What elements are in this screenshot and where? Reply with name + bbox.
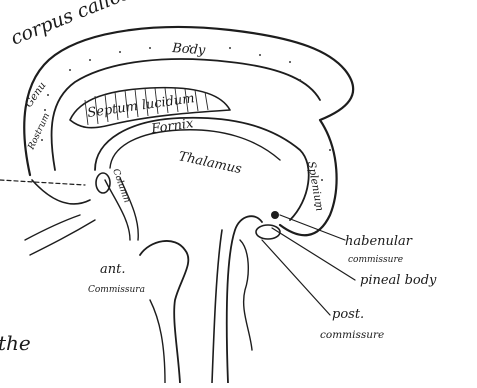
pineal-body-shape bbox=[256, 211, 280, 239]
rostrum-label: Rostrum bbox=[26, 112, 52, 153]
body-label: Body bbox=[171, 41, 207, 58]
post-commissure-label: commissure bbox=[320, 329, 384, 341]
pineal-body-label: pineal body bbox=[360, 273, 437, 288]
thalamus-label: Thalamus bbox=[177, 149, 243, 177]
fornix-label: Fornix bbox=[149, 116, 195, 137]
fragment-text: the bbox=[0, 331, 31, 355]
brainstem-shape bbox=[140, 216, 262, 383]
post-label: post. bbox=[332, 307, 364, 322]
column-label: Column bbox=[110, 168, 132, 205]
ant-label: ant. bbox=[100, 262, 125, 277]
habenular-label: habenular bbox=[345, 234, 413, 249]
genu-label: Genu bbox=[23, 80, 49, 110]
fornix-shape bbox=[95, 118, 309, 240]
commissura-label: Commissura bbox=[88, 285, 145, 295]
corpus-label: corpus callosum bbox=[8, 0, 162, 50]
anterior-commissure-shape bbox=[25, 173, 110, 255]
habenular-commissure-label: commissure bbox=[348, 255, 403, 265]
